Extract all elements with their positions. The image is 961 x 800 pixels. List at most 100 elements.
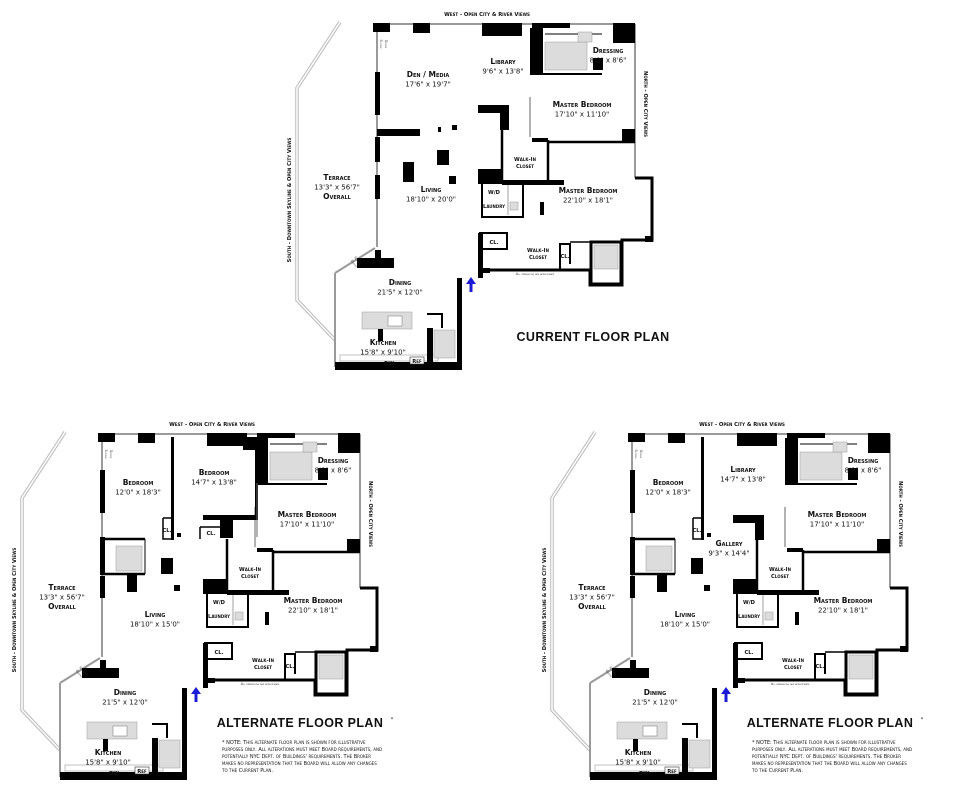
washer-dryer-label: W/D bbox=[743, 600, 756, 606]
alternate-plan-note-line: to the Current Plan. bbox=[751, 768, 803, 774]
closet-wall bbox=[502, 180, 564, 185]
terrace-outline-inner bbox=[296, 21, 341, 341]
terrace-dimensions: 13'3" x 56'7" bbox=[569, 594, 615, 602]
column bbox=[203, 579, 227, 594]
terrace-name: Terrace bbox=[323, 173, 351, 182]
refrigerator-label: Ref bbox=[667, 769, 677, 775]
den-media-dimensions: 17'6" x 19'7" bbox=[405, 81, 451, 89]
terrace-outline-inner bbox=[21, 431, 66, 751]
dressing-dimensions: 8'0" x 8'6" bbox=[590, 57, 627, 65]
sink bbox=[832, 441, 848, 453]
sliding-doors-label: Sliding bbox=[353, 256, 362, 266]
closet-label: CL. bbox=[489, 240, 498, 246]
closet-wall bbox=[532, 138, 548, 142]
wall bbox=[755, 515, 764, 540]
gallery-name: Gallery bbox=[715, 539, 742, 548]
walk-in-closet-label: Closet bbox=[771, 574, 789, 580]
title-asterisk: * bbox=[391, 717, 394, 723]
bath-wall bbox=[427, 313, 443, 328]
closet-wall bbox=[227, 590, 289, 595]
dining-name: Dining bbox=[389, 278, 411, 287]
column bbox=[633, 739, 638, 751]
master-bedroom-north-name: Master Bedroom bbox=[553, 100, 612, 109]
kitchen-wall bbox=[182, 688, 187, 780]
column bbox=[318, 468, 328, 480]
column bbox=[437, 150, 449, 165]
sliding-doors-label: Sliding bbox=[634, 449, 638, 458]
orientation-south: South - Downtown Skyline & Open City Vie… bbox=[287, 137, 293, 262]
wall-segment bbox=[375, 72, 380, 115]
master-bedroom-north-name: Master Bedroom bbox=[808, 510, 867, 519]
master-bedroom-north-dimensions: 17'10" x 11'10" bbox=[555, 111, 610, 119]
refrigerator-label: Ref bbox=[137, 769, 147, 775]
bottom-wall bbox=[335, 362, 460, 370]
closet-wall bbox=[757, 590, 819, 595]
master-bath bbox=[589, 240, 623, 286]
den-media-name: Den / Media bbox=[407, 70, 450, 79]
column bbox=[900, 646, 908, 652]
sink bbox=[577, 31, 593, 43]
bath-wall bbox=[427, 328, 433, 370]
master-bath bbox=[314, 650, 348, 696]
column bbox=[622, 129, 635, 143]
living-dimensions: 18'10" x 15'0" bbox=[660, 621, 710, 629]
closet-label: CL. bbox=[560, 254, 569, 260]
dressing-name: Dressing bbox=[848, 456, 879, 465]
master-bedroom-east-name: Master Bedroom bbox=[559, 186, 618, 195]
wall bbox=[478, 105, 503, 113]
wall-segment bbox=[630, 576, 635, 598]
dressing-dimensions: 8'0" x 8'6" bbox=[315, 467, 352, 475]
bath-wall bbox=[682, 738, 688, 780]
wall bbox=[220, 520, 233, 538]
orientation-north: North - Open City Views bbox=[897, 481, 903, 547]
column bbox=[127, 573, 137, 592]
closet-wall bbox=[162, 518, 172, 540]
column bbox=[375, 250, 381, 266]
column bbox=[657, 573, 667, 592]
master-bedroom-east-name: Master Bedroom bbox=[814, 596, 873, 605]
wall-segment bbox=[630, 470, 635, 513]
column bbox=[593, 58, 603, 70]
kitchen-dimensions: 15'8" x 9'10" bbox=[85, 759, 131, 767]
column bbox=[668, 433, 685, 443]
bedroom-dimensions: 12'0" x 18'3" bbox=[115, 489, 161, 497]
closet-wall bbox=[257, 548, 273, 552]
orientation-south: South - Downtown Skyline & Open City Vie… bbox=[12, 547, 18, 672]
wall-segment bbox=[100, 470, 105, 513]
column bbox=[243, 437, 258, 450]
arrow-up-icon bbox=[191, 687, 201, 702]
refrigerator-label: Ref bbox=[412, 359, 422, 365]
dishwasher-label: DW bbox=[639, 771, 649, 777]
library-name: Library bbox=[490, 57, 516, 66]
column bbox=[482, 23, 522, 36]
entry-wall bbox=[478, 268, 490, 273]
column bbox=[257, 433, 295, 438]
closet-label: CL. bbox=[692, 528, 701, 534]
column bbox=[438, 127, 441, 132]
master-bedroom-north-dimensions: 17'10" x 11'10" bbox=[810, 521, 865, 529]
entry-wall bbox=[478, 233, 483, 278]
laundry-label: Laundry bbox=[483, 204, 505, 210]
laundry-room bbox=[736, 592, 779, 628]
bottom-wall bbox=[60, 772, 185, 780]
column bbox=[100, 660, 106, 676]
sliding-doors-label: Doors bbox=[350, 259, 359, 269]
orientation-west: West - Open City & River Views bbox=[444, 12, 530, 18]
sliding-door-dining bbox=[334, 247, 376, 274]
orientation-west: West - Open City & River Views bbox=[169, 422, 255, 428]
closet-label: CL. bbox=[214, 650, 223, 656]
sliding-doors-label: Doors bbox=[639, 450, 643, 459]
master-bedroom-east-dimensions: 22'10" x 18'1" bbox=[563, 197, 613, 205]
sliding-doors-label: Sliding bbox=[78, 666, 87, 676]
laundry-sink bbox=[764, 611, 774, 621]
dishwasher-label: DW bbox=[384, 361, 394, 367]
column bbox=[737, 433, 777, 446]
closet-label: CL. bbox=[285, 664, 294, 670]
bathtub bbox=[799, 451, 843, 481]
column bbox=[532, 23, 570, 28]
laundry-sink bbox=[234, 611, 244, 621]
sliding-doors-label: Doors bbox=[384, 40, 388, 49]
walk-in-closet-label: Walk-In bbox=[514, 157, 536, 163]
wall-segment bbox=[100, 537, 105, 575]
plan-title-alternate: ALTERNATE FLOOR PLAN bbox=[747, 716, 914, 730]
